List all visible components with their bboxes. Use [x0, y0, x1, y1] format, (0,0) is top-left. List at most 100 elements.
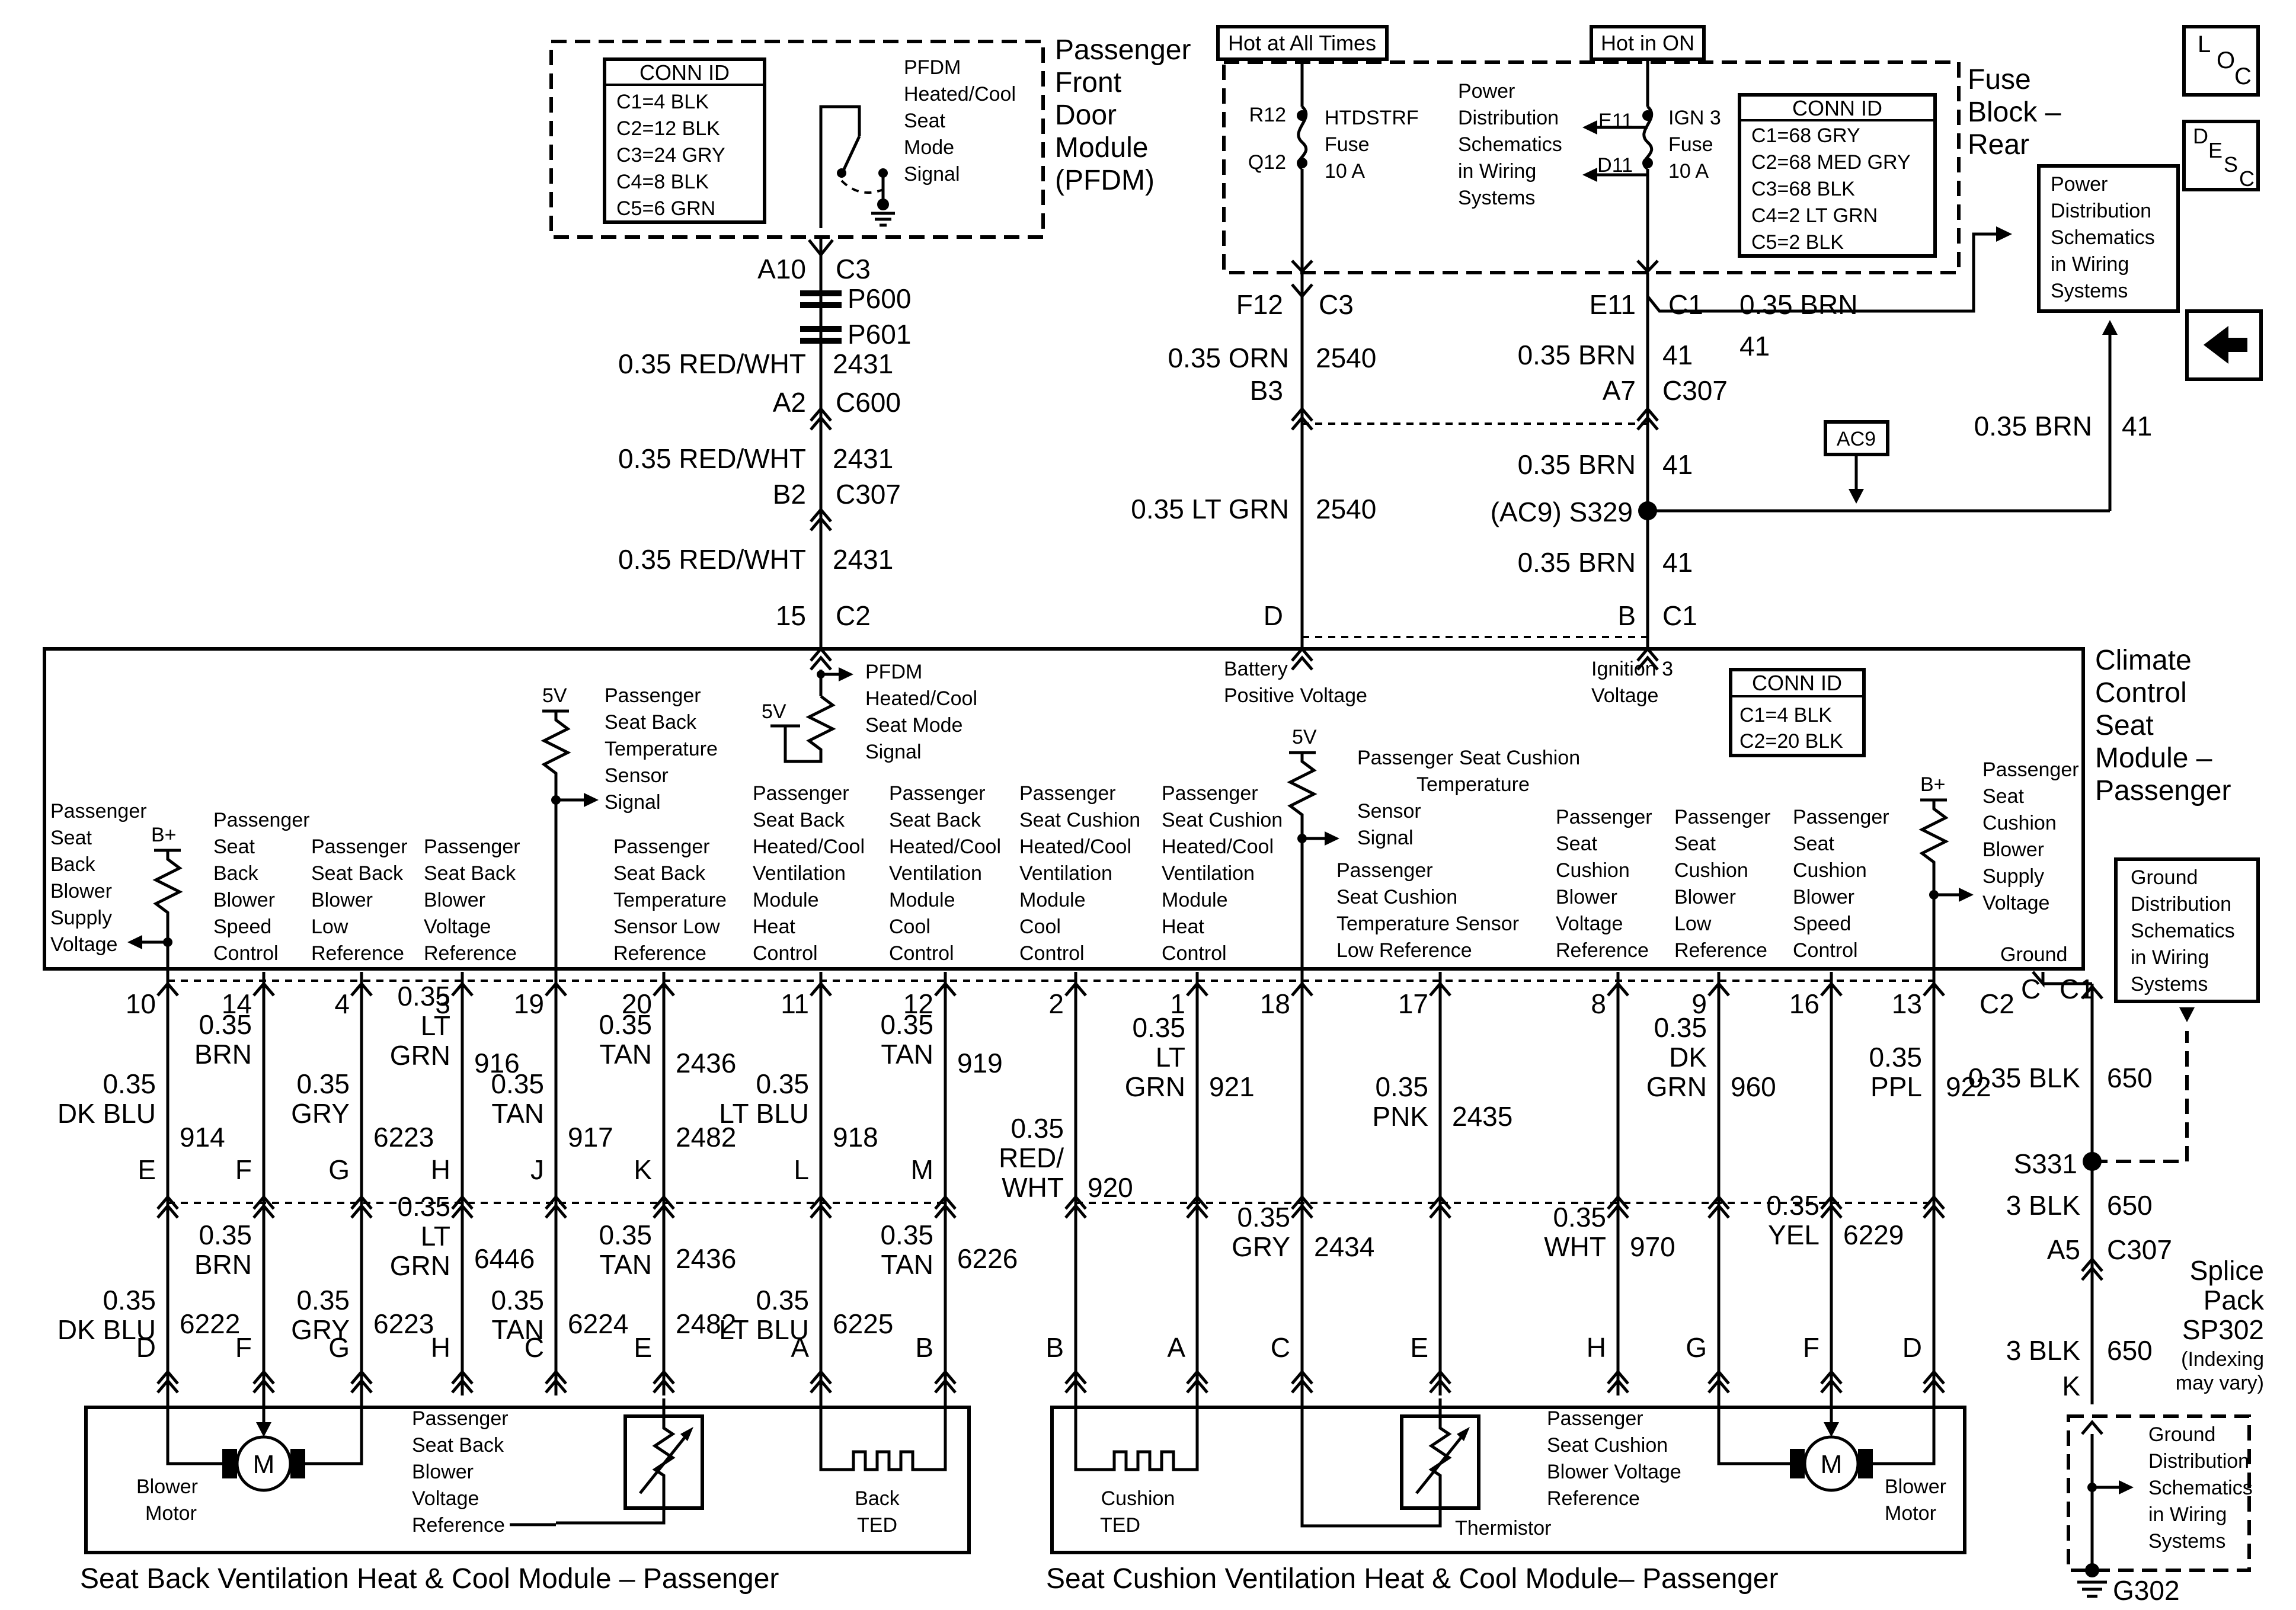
- gnd-circ-3: 650: [2107, 1335, 2153, 1366]
- sc-blower-0: Blower: [1885, 1475, 1946, 1498]
- sc-speed-1: Seat: [1793, 833, 1834, 855]
- fuse-conn-1: C2=68 MED GRY: [1751, 151, 1911, 174]
- sb-vref-4: Reference: [424, 942, 517, 965]
- fuse-pds-3: in Wiring: [1458, 160, 1536, 183]
- circ-cushion-1: 921: [1209, 1071, 1255, 1102]
- g302-gds-4: Systems: [2148, 1530, 2225, 1553]
- gds-box[interactable]: Ground Distribution Schematics in Wiring…: [2114, 857, 2260, 1003]
- wire-upper-1-0: 0.35: [199, 1009, 252, 1040]
- wire-cushion-2-1: GRY: [1232, 1231, 1290, 1262]
- wire-lower-6-1: LT BLU: [719, 1314, 809, 1345]
- wire-cushion-5-1: DK: [1669, 1042, 1707, 1073]
- circ-lower-0: 6222: [180, 1308, 240, 1339]
- sb-lowref-1: Seat Back: [311, 862, 404, 885]
- circ-2482-a: 2482: [676, 1122, 736, 1153]
- pfdm-switch-label-0: PFDM: [904, 56, 961, 79]
- pfdm-sig-1: Heated/Cool: [865, 687, 977, 710]
- pfdm-switch-label-4: Signal: [904, 163, 960, 185]
- sb-lowref-0: Passenger: [311, 836, 408, 858]
- loc-icon[interactable]: L O C: [2182, 25, 2260, 97]
- fuse-pds-0: Power: [1458, 80, 1515, 103]
- sb-supply-3: Blower: [50, 880, 112, 902]
- svg-text:O: O: [2217, 47, 2235, 73]
- sc-temp-sig-0: Passenger Seat Cushion: [1357, 747, 1580, 769]
- wire-cushion-5-2: GRN: [1646, 1071, 1707, 1102]
- c2-pin-17: 17: [1398, 988, 1428, 1019]
- circ-cushion-4: 970: [1630, 1231, 1675, 1262]
- splice-s329: (AC9) S329: [1491, 497, 1633, 527]
- m-pin-cushion-C: C: [1271, 1332, 1290, 1363]
- sb-blower-0: Blower: [136, 1475, 198, 1498]
- pds-box[interactable]: Power Distribution Schematics in Wiring …: [2037, 164, 2180, 313]
- sb-bplus: B+: [151, 824, 177, 846]
- sc-lowref-0: Passenger: [1674, 806, 1771, 828]
- wire-lower-0-1: DK BLU: [57, 1314, 156, 1345]
- svg-text:Distribution: Distribution: [2051, 200, 2151, 222]
- sc-lowref-3: Blower: [1674, 886, 1736, 908]
- ign3-label-1: Voltage: [1591, 684, 1658, 707]
- sb-speed-3: Blower: [213, 889, 275, 911]
- sc-heat-5: Heat: [1162, 916, 1204, 938]
- c2-pin-8: 8: [1591, 988, 1606, 1019]
- pfdm-conn-1: C2=12 BLK: [616, 117, 720, 140]
- sb-supply-1: Seat: [50, 827, 92, 849]
- splice-pack-1: Pack: [2204, 1285, 2265, 1315]
- wire-cushion-4-0: 0.35: [1553, 1202, 1606, 1233]
- svg-text:Systems: Systems: [2131, 973, 2208, 996]
- circ-lower-3: 6446: [474, 1243, 535, 1274]
- c2-pin-13: 13: [1892, 988, 1922, 1019]
- splice-pack-3: (Indexing: [2181, 1348, 2264, 1371]
- sb-heat-0: Passenger: [753, 782, 849, 805]
- g302-gds-0: Ground: [2148, 1423, 2215, 1446]
- wire-cushion-7-1: PPL: [1870, 1071, 1922, 1102]
- svg-text:Ground: Ground: [2131, 866, 2198, 889]
- fuse2-label-2: 10 A: [1668, 160, 1709, 183]
- fuse-pds-4: Systems: [1458, 187, 1535, 209]
- sb-lowref-3: Low: [311, 916, 348, 938]
- desc-icon[interactable]: D E S C: [2182, 120, 2260, 191]
- sb-speed-2: Back: [213, 862, 259, 885]
- fuse1-pin-r12: R12: [1249, 104, 1286, 126]
- wire-cushion-0-2: WHT: [1002, 1172, 1064, 1203]
- sc-vref-1: Seat Cushion: [1547, 1434, 1668, 1457]
- c-pin-G: G: [328, 1154, 350, 1185]
- m-pin-A: A: [791, 1332, 809, 1363]
- ccsm-title-4: Passenger: [2095, 775, 2231, 806]
- m-pin-F: F: [235, 1332, 252, 1363]
- conn-c3-fuse: C3: [1319, 289, 1354, 320]
- sc-lowref-4: Low: [1674, 913, 1712, 935]
- wire-cushion-2-0: 0.35: [1237, 1202, 1290, 1233]
- m-pin-cushion-H: H: [1587, 1332, 1606, 1363]
- sb-supply-4: Supply: [50, 907, 112, 929]
- sc-heat-4: Module: [1162, 889, 1228, 911]
- wire-cushion-1-0: 0.35: [1132, 1012, 1185, 1043]
- m-pin-B: B: [915, 1332, 933, 1363]
- fuse-title-1: Block –: [1968, 97, 2061, 128]
- circ-lower-4: 6224: [568, 1308, 628, 1339]
- m-pin-cushion-F: F: [1803, 1332, 1819, 1363]
- pfdm-title-2: Door: [1055, 100, 1117, 131]
- m-pin-C: C: [525, 1332, 544, 1363]
- circ-41-c: 41: [1662, 547, 1693, 578]
- sb-vref-2: Blower: [412, 1461, 474, 1483]
- pfdm-conn-2: C3=24 GRY: [616, 144, 725, 167]
- fuse1-label-2: 10 A: [1325, 160, 1365, 183]
- circ-2431-a: 2431: [833, 348, 893, 379]
- pin-a5: A5: [2047, 1234, 2080, 1265]
- pin-15: 15: [776, 600, 806, 631]
- fuse1-label-1: Fuse: [1325, 133, 1370, 156]
- pfdm-5v: 5V: [762, 700, 786, 723]
- sc-speed-2: Cushion: [1793, 859, 1867, 882]
- sc-supply-4: Supply: [1982, 865, 2044, 888]
- sc-vref-1: Seat: [1556, 833, 1597, 855]
- sb-module-title: Seat Back Ventilation Heat & Cool Module…: [80, 1563, 779, 1595]
- battery-label-0: Battery: [1224, 658, 1288, 680]
- pin-a7: A7: [1603, 375, 1636, 406]
- sc-thermistor: Thermistor: [1455, 1517, 1551, 1539]
- sc-speed-4: Speed: [1793, 913, 1851, 935]
- c-pin-F: F: [235, 1154, 252, 1185]
- back-arrow-icon[interactable]: [2185, 309, 2263, 381]
- wire-upper-3-0: 0.35: [397, 981, 450, 1012]
